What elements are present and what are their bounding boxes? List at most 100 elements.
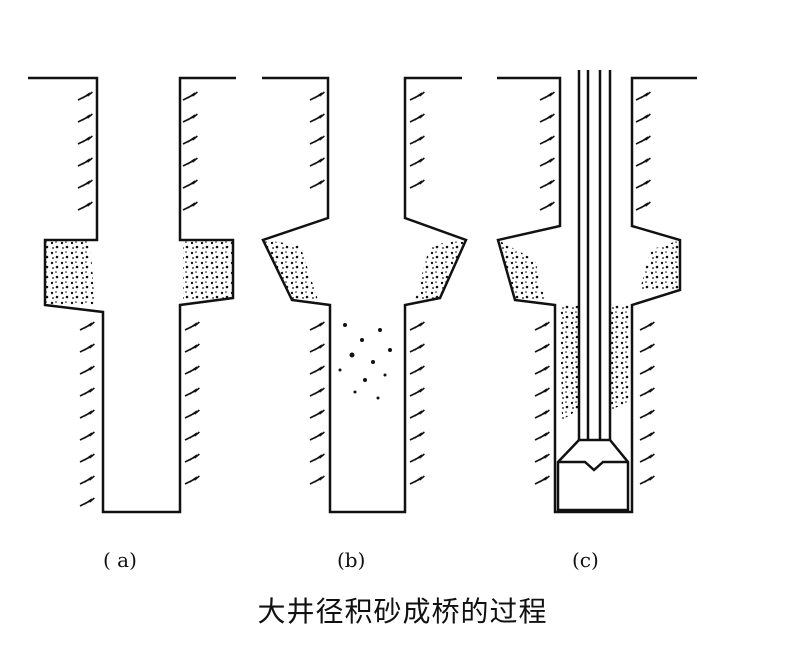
- soil-hatch-mark: [309, 179, 325, 189]
- soil-hatch-mark: [639, 475, 655, 485]
- soil-hatch-mark: [79, 475, 95, 485]
- soil-hatch-mark: [182, 113, 198, 123]
- soil-hatch-mark: [534, 475, 550, 485]
- soil-hatch-mark: [79, 321, 95, 331]
- soil-hatch-mark: [409, 179, 425, 189]
- panel-c-sand-left: [498, 240, 545, 300]
- soil-hatch-mark: [639, 453, 655, 463]
- panel-b-label: (b): [337, 548, 366, 572]
- soil-hatch-mark: [635, 135, 651, 145]
- soil-hatch-mark: [309, 431, 325, 441]
- soil-hatch-mark: [639, 409, 655, 419]
- soil-hatch-mark: [409, 387, 425, 397]
- soil-hatch-mark: [409, 365, 425, 375]
- soil-hatch-mark: [184, 343, 200, 353]
- soil-hatch-mark: [539, 91, 555, 101]
- soil-hatch-mark: [409, 453, 425, 463]
- panel-c-drill-bit: [556, 438, 630, 512]
- soil-hatch-mark: [309, 343, 325, 353]
- soil-hatch-mark: [79, 497, 95, 507]
- soil-hatch-mark: [309, 321, 325, 331]
- soil-hatch-mark: [539, 201, 555, 211]
- diagram-caption: 大井径积砂成桥的过程: [257, 595, 548, 628]
- soil-hatch-mark: [77, 201, 93, 211]
- panel-a-sand-left: [45, 240, 95, 305]
- panel-c-drill-bit-tip: [558, 460, 628, 472]
- soil-hatch-mark: [182, 91, 198, 101]
- soil-hatch-mark: [184, 321, 200, 331]
- soil-hatch-mark: [409, 409, 425, 419]
- soil-hatch-mark: [184, 431, 200, 441]
- soil-hatch-mark: [409, 431, 425, 441]
- soil-hatch-mark: [635, 201, 651, 211]
- soil-hatch-mark: [639, 343, 655, 353]
- soil-hatch-mark: [309, 387, 325, 397]
- soil-hatch-mark: [534, 431, 550, 441]
- soil-hatch-mark: [639, 365, 655, 375]
- soil-hatch-mark: [635, 91, 651, 101]
- soil-hatch-mark: [534, 453, 550, 463]
- panel-a-sand-right: [183, 240, 233, 300]
- soil-hatch-mark: [409, 113, 425, 123]
- soil-hatch-mark: [534, 409, 550, 419]
- panel-b-borehole: [261, 76, 468, 514]
- soil-hatch-mark: [309, 365, 325, 375]
- soil-hatch-mark: [309, 135, 325, 145]
- panel-b-sand-right: [415, 240, 466, 300]
- panel-b-wall: [261, 76, 468, 514]
- soil-hatch-mark: [635, 179, 651, 189]
- soil-hatch-mark: [309, 113, 325, 123]
- panel-c-sand-bridge-right: [611, 305, 632, 410]
- soil-hatch-mark: [635, 157, 651, 167]
- soil-hatch-mark: [409, 321, 425, 331]
- soil-hatch-mark: [635, 113, 651, 123]
- soil-hatch-mark: [539, 179, 555, 189]
- soil-hatch-mark: [77, 135, 93, 145]
- soil-hatch-mark: [539, 113, 555, 123]
- panel-a-borehole: [28, 76, 236, 514]
- soil-hatch-mark: [309, 409, 325, 419]
- soil-hatch-mark: [539, 157, 555, 167]
- soil-hatch-mark: [182, 135, 198, 145]
- soil-hatch-mark: [77, 113, 93, 123]
- soil-hatch-mark: [79, 365, 95, 375]
- soil-hatch-mark: [639, 431, 655, 441]
- soil-hatch-mark: [184, 475, 200, 485]
- soil-hatch-mark: [79, 387, 95, 397]
- soil-hatch-mark: [77, 91, 93, 101]
- soil-hatch-mark: [184, 453, 200, 463]
- soil-hatch-mark: [79, 453, 95, 463]
- soil-hatch-mark: [79, 431, 95, 441]
- soil-hatch-mark: [182, 157, 198, 167]
- soil-hatch-mark: [309, 157, 325, 167]
- panel-c-sand-bridge: [560, 305, 578, 420]
- soil-hatch-mark: [79, 409, 95, 419]
- soil-hatch-mark: [639, 387, 655, 397]
- soil-hatch-mark: [534, 365, 550, 375]
- soil-hatch-mark: [409, 91, 425, 101]
- soil-hatch-mark: [409, 157, 425, 167]
- soil-hatch-mark: [409, 475, 425, 485]
- soil-hatch-mark: [409, 135, 425, 145]
- soil-hatch-mark: [77, 179, 93, 189]
- panel-c-label: (c): [572, 548, 599, 572]
- soil-hatch-mark: [639, 321, 655, 331]
- panel-b-falling-sand: [338, 323, 392, 400]
- soil-hatch-mark: [309, 91, 325, 101]
- panel-c-sand-right: [640, 240, 680, 290]
- soil-hatch-mark: [309, 453, 325, 463]
- soil-hatch-mark: [184, 409, 200, 419]
- panel-a-label: ( a): [103, 548, 137, 572]
- soil-hatch-mark: [182, 179, 198, 189]
- soil-hatch-mark: [539, 135, 555, 145]
- soil-hatch-mark: [534, 321, 550, 331]
- panel-c-wall: [496, 76, 697, 514]
- soil-hatch-mark: [409, 343, 425, 353]
- soil-hatch-mark: [77, 157, 93, 167]
- soil-hatch-mark: [184, 387, 200, 397]
- panel-b-sand-left: [263, 240, 318, 300]
- soil-hatch-mark: [534, 387, 550, 397]
- soil-hatching: [77, 91, 655, 507]
- soil-hatch-mark: [182, 201, 198, 211]
- soil-hatch-mark: [534, 343, 550, 353]
